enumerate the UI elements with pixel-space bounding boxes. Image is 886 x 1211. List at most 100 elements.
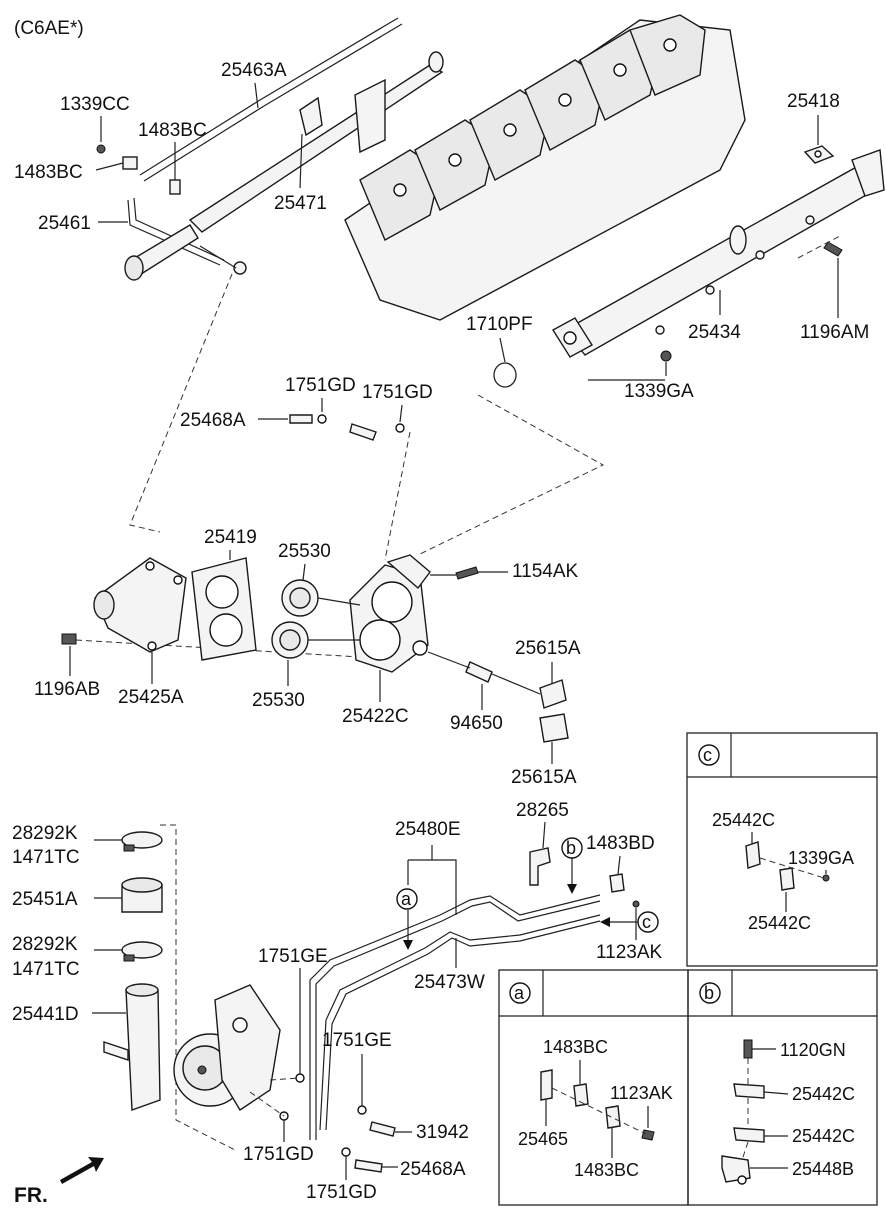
detail-b-label-bolt: 1120GN: [780, 1040, 846, 1060]
leader-bolt-1196AB: [75, 639, 411, 661]
svg-text:c: c: [642, 912, 651, 932]
label-28292K-1: 28292K: [12, 823, 78, 844]
leader-pipe-to-housing: [129, 273, 233, 533]
water-pipe-25461: [124, 224, 247, 281]
hose-clamp-28292K-1: [121, 831, 163, 852]
callout-c[interactable]: c: [637, 911, 659, 933]
leader-manifold-to-housing: [417, 394, 605, 556]
detail-b-marker: b: [704, 983, 714, 1003]
detail-b-label-clip-2: 25442C: [792, 1126, 855, 1146]
thermostat-housing-25422C: [349, 554, 431, 673]
label-25434: 25434: [688, 322, 741, 343]
label-1339CC: 1339CC: [60, 94, 130, 115]
detail-a-label-bolt: 1123AK: [610, 1083, 673, 1103]
label-1751GD-a: 1751GD: [285, 375, 356, 396]
detail-a-label-clamp-top: 1483BC: [543, 1037, 608, 1057]
label-25471: 25471: [274, 193, 327, 214]
leader-bolt-to-housing: [384, 431, 411, 561]
label-25461: 25461: [38, 213, 91, 234]
label-25419: 25419: [204, 527, 257, 548]
label-25530-top: 25530: [278, 541, 331, 562]
leader-hose-group: [160, 824, 236, 1151]
label-25463A: 25463A: [221, 60, 287, 81]
coolant-pipe-25463A: [127, 17, 403, 266]
label-25418: 25418: [787, 91, 840, 112]
clamp-1483BD: [609, 873, 640, 908]
nut-1339GA: [660, 350, 672, 362]
label-1710PF: 1710PF: [466, 314, 533, 335]
hose-25451A: [121, 877, 163, 913]
svg-text:b: b: [566, 838, 576, 858]
label-1339GA: 1339GA: [624, 381, 694, 402]
bolt-25468A-top: [289, 414, 405, 441]
label-25615A-top: 25615A: [515, 638, 581, 659]
label-1471TC-1: 1471TC: [12, 847, 80, 868]
bypass-pipe-25473W: [319, 914, 601, 1131]
leader-25480E: [408, 845, 457, 915]
bracket-28265: [529, 847, 551, 886]
callout-b[interactable]: b: [561, 837, 583, 859]
label-25530-bottom: 25530: [252, 690, 305, 711]
label-1483BC-left: 1483BC: [14, 162, 83, 183]
label-1751GD-c: 1751GD: [243, 1144, 314, 1165]
front-arrow-icon: [60, 1157, 104, 1184]
label-1483BD: 1483BD: [586, 833, 655, 854]
label-94650: 94650: [450, 713, 503, 734]
gasket-25419: [191, 557, 257, 661]
gasket-25418: [803, 145, 835, 164]
detail-b-label-clip-3: 25448B: [792, 1159, 854, 1179]
label-1154AK: 1154AK: [512, 561, 579, 582]
bolt-1339CC: [96, 144, 106, 154]
label-1751GE-a: 1751GE: [258, 946, 328, 967]
bolt-1196AB: [61, 633, 77, 645]
fitting-25615A-bottom: [539, 713, 569, 743]
detail-c-label-clip-bot: 25442C: [748, 913, 811, 933]
sensor-94650: [465, 661, 493, 683]
detail-box-c: c 25442C 1339GA 25442C: [686, 732, 878, 967]
water-pump: [173, 984, 281, 1111]
fitting-25615A-top: [539, 679, 567, 709]
bolt-1154AK: [455, 566, 479, 580]
label-1751GE-b: 1751GE: [322, 1030, 392, 1051]
detail-c-label-clip-top: 25442C: [712, 810, 775, 830]
front-direction-label: FR.: [14, 1184, 48, 1207]
label-28292K-2: 28292K: [12, 934, 78, 955]
detail-box-b: b 1120GN 25442C 25442C 25448B: [687, 969, 878, 1206]
pipe-clamp-1483BC: [122, 156, 181, 195]
label-25468A-top: 25468A: [180, 410, 246, 431]
cylinder-head: [344, 14, 746, 321]
bypass-pipe-25480E: [309, 894, 601, 1140]
bolt-25468A-bottom: [341, 1147, 383, 1173]
label-1483BC-top: 1483BC: [138, 120, 207, 141]
label-1196AM: 1196AM: [800, 322, 869, 343]
detail-a-label-bracket: 25465: [518, 1129, 568, 1149]
o-ring-1710PF: [493, 362, 517, 388]
thermostat-25530-bottom: [271, 621, 309, 659]
label-25615A-bottom: 25615A: [511, 767, 577, 788]
thermostat-25530-top: [281, 579, 319, 617]
label-25480E: 25480E: [395, 819, 461, 840]
label-1751GD-d: 1751GD: [306, 1182, 377, 1203]
model-code: (C6AE*): [14, 18, 84, 39]
label-25473W: 25473W: [414, 972, 485, 993]
detail-c-marker: c: [703, 745, 712, 765]
label-31942: 31942: [416, 1122, 469, 1143]
label-25468A-bottom: 25468A: [400, 1159, 466, 1180]
label-1123AK-main: 1123AK: [596, 942, 663, 963]
coolant-pipe-25471: [188, 51, 444, 233]
label-28265: 28265: [516, 800, 569, 821]
svg-text:a: a: [401, 889, 412, 909]
hose-clamp-28292K-2: [121, 941, 163, 962]
label-25441D: 25441D: [12, 1004, 79, 1025]
callout-a[interactable]: a: [396, 888, 418, 910]
label-1196AB: 1196AB: [34, 679, 100, 700]
label-1751GD-b: 1751GD: [362, 382, 433, 403]
detail-a-label-clamp-bot: 1483BC: [574, 1160, 639, 1180]
detail-b-label-clip-1: 25442C: [792, 1084, 855, 1104]
water-manifold-25434: [552, 149, 885, 358]
label-1471TC-2: 1471TC: [12, 959, 80, 980]
label-25422C: 25422C: [342, 706, 409, 727]
bolt-31942: [369, 1121, 396, 1137]
